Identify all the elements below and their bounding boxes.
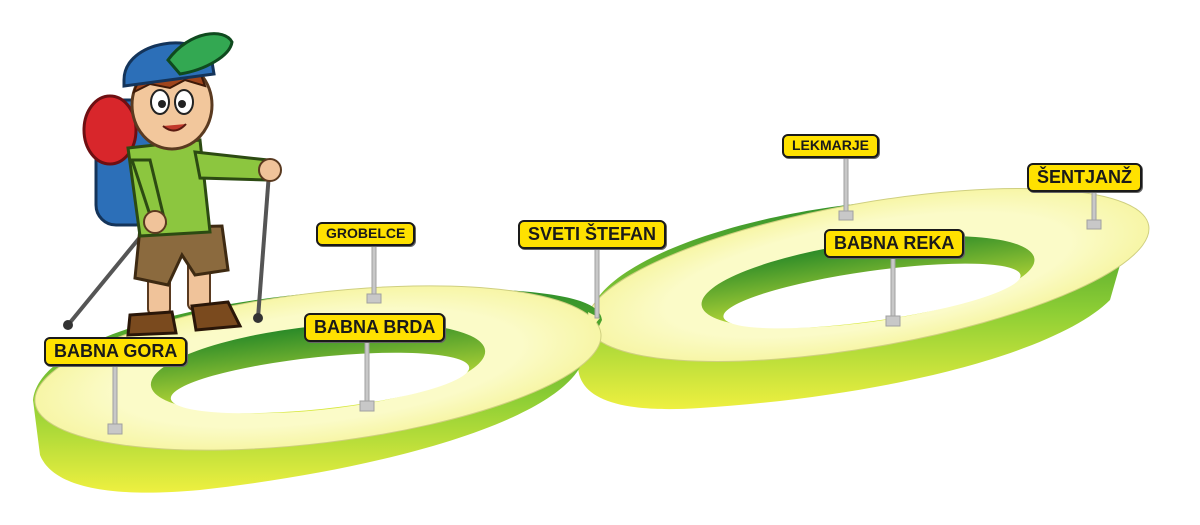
- pole-babna-brda-base: [359, 400, 375, 412]
- pole-babna-reka-base: [885, 315, 901, 327]
- label-babna-gora: BABNA GORA: [44, 337, 188, 366]
- pole-babna-gora-base: [107, 423, 123, 435]
- left-loop-hole-floor: [170, 352, 470, 414]
- right-loop-hole-floor: [723, 263, 1021, 329]
- label-sentjanz: ŠENTJANŽ: [1027, 163, 1143, 192]
- cap-visor: [166, 32, 234, 76]
- pole-grobelce: [371, 242, 377, 300]
- right-boot: [190, 300, 243, 332]
- pole-sentjanz: [1091, 187, 1097, 226]
- shorts: [133, 224, 230, 287]
- pole-babna-brda: [364, 337, 370, 407]
- left-loop: [33, 285, 602, 493]
- label-grobelce: GROBELCE: [316, 222, 416, 246]
- sleeping-roll: [82, 94, 138, 166]
- pole-lekmarje-base: [838, 210, 854, 221]
- pole-babna-reka: [890, 255, 896, 321]
- label-babna-brda: BABNA BRDA: [304, 313, 446, 342]
- pole-babna-gora: [112, 361, 118, 429]
- right-arm: [193, 150, 270, 182]
- label-lekmarje: LEKMARJE: [782, 134, 880, 158]
- mouth: [162, 123, 187, 132]
- right-loop: [578, 188, 1150, 410]
- right-trekking-pole: [256, 159, 272, 319]
- pole-lekmarje: [843, 155, 849, 216]
- left-trekking-pole: [66, 223, 152, 327]
- pole-sveti-stefan: [594, 243, 600, 319]
- left-boot: [126, 310, 178, 337]
- label-sveti-stefan: SVETI ŠTEFAN: [518, 220, 667, 249]
- pole-grobelce-base: [366, 293, 382, 304]
- hiker-illustration: [63, 32, 282, 337]
- pole-sentjanz-base: [1086, 219, 1102, 230]
- label-babna-reka: BABNA REKA: [824, 229, 965, 258]
